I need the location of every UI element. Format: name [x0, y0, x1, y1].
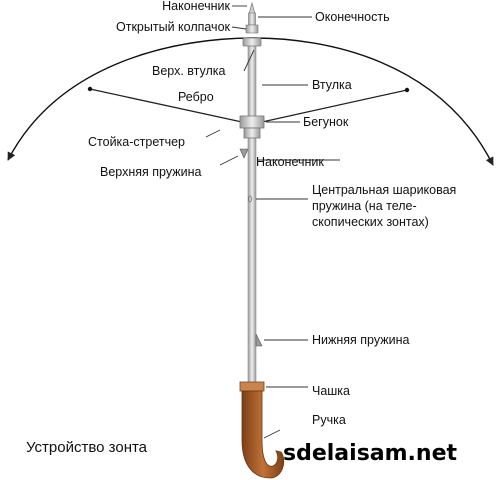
shaft — [247, 43, 257, 385]
leader-handle — [263, 429, 281, 439]
ferrule-body — [248, 12, 256, 26]
label-open-cap: Открытый колпачок — [116, 20, 231, 34]
label-stretcher: Стойка-стретчер — [88, 135, 185, 149]
handle-part — [241, 390, 285, 479]
bottom-spring-part — [255, 333, 263, 347]
stretcher-left — [89, 88, 243, 123]
runner-part — [239, 115, 265, 129]
ferrule-tip — [248, 1, 256, 15]
leader-open-cap — [231, 26, 247, 30]
label-top-notch: Верх. втулка — [152, 64, 226, 78]
leader-top-spring — [219, 155, 239, 166]
label-rib: Ребро — [178, 90, 214, 104]
label-handle: Ручка — [312, 413, 346, 427]
label-top-spring: Верхняя пружина — [100, 165, 201, 179]
rib-joint-left — [87, 86, 93, 92]
cup-part — [239, 381, 265, 392]
label-central-spring-1: Центральная шариковая — [312, 183, 456, 197]
top-spring-part — [239, 148, 249, 159]
label-runner: Бегунок — [303, 115, 349, 129]
rib-joint-right — [404, 87, 410, 93]
site-watermark: sdelaisam.net — [283, 441, 457, 466]
diagram-caption: Устройство зонта — [26, 439, 148, 456]
label-notch: Втулка — [312, 78, 352, 92]
leader-stretcher — [205, 129, 221, 138]
runner-lower — [243, 127, 261, 139]
label-bottom-spring: Нижняя пружина — [312, 333, 410, 347]
label-tip-runner: Наконечник — [256, 155, 324, 169]
central-spring-part — [248, 195, 252, 203]
label-cup: Чашка — [312, 384, 350, 398]
open-cap — [245, 24, 259, 34]
stretcher-right — [261, 89, 408, 123]
label-tip-top: Наконечник — [162, 0, 230, 13]
top-notch-part — [242, 37, 262, 47]
label-ferrule: Оконечность — [315, 10, 390, 24]
leader-top-notch — [243, 49, 255, 72]
label-central-spring-3: скопических зонтах) — [312, 215, 429, 229]
label-central-spring-2: пружина (на теле- — [312, 199, 417, 213]
